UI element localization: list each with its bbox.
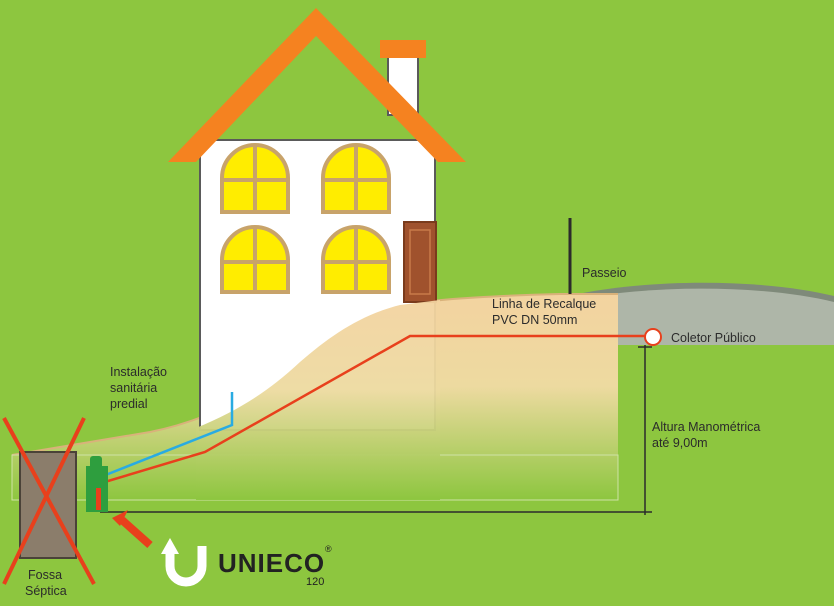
- instalacao-label-2: sanitária: [110, 381, 157, 395]
- u-arrow-logo-icon: [161, 538, 207, 587]
- chimney-cap: [380, 40, 426, 58]
- coletor-circle: [644, 328, 662, 346]
- sanitary-pipe: [97, 392, 234, 480]
- logo-name: UNIECO: [218, 548, 325, 578]
- linha-recalque-spec: PVC DN 50mm: [492, 313, 577, 327]
- window-bottom-right: [321, 225, 391, 294]
- house-roof: [168, 8, 466, 162]
- linha-recalque-label: Linha de Recalque: [492, 297, 596, 311]
- passeio-label: Passeio: [582, 266, 627, 280]
- logo-registered: ®: [325, 544, 332, 554]
- window-top-right: [321, 143, 391, 214]
- fossa-label-1: Fossa: [28, 568, 62, 582]
- fossa-septica-tank: [19, 451, 77, 559]
- altura-label-2: até 9,00m: [652, 436, 708, 450]
- logo-model: 120: [306, 576, 324, 588]
- instalacao-label-3: predial: [110, 397, 148, 411]
- window-bottom-left: [220, 225, 290, 294]
- street-surface: [560, 288, 834, 345]
- instalacao-label-1: Instalação: [110, 365, 167, 379]
- fossa-label-2: Séptica: [25, 584, 67, 598]
- recalque-pipe: [97, 334, 645, 486]
- red-arrow-icon: [112, 510, 153, 548]
- door-panel: [409, 229, 431, 295]
- house-door: [403, 221, 437, 303]
- pump-station: [86, 456, 108, 512]
- cross-icon: [2, 417, 96, 585]
- window-top-left: [220, 143, 290, 214]
- soil-front: [196, 300, 440, 500]
- altura-label-1: Altura Manométrica: [652, 420, 760, 434]
- coletor-publico-label: Coletor Público: [671, 331, 756, 345]
